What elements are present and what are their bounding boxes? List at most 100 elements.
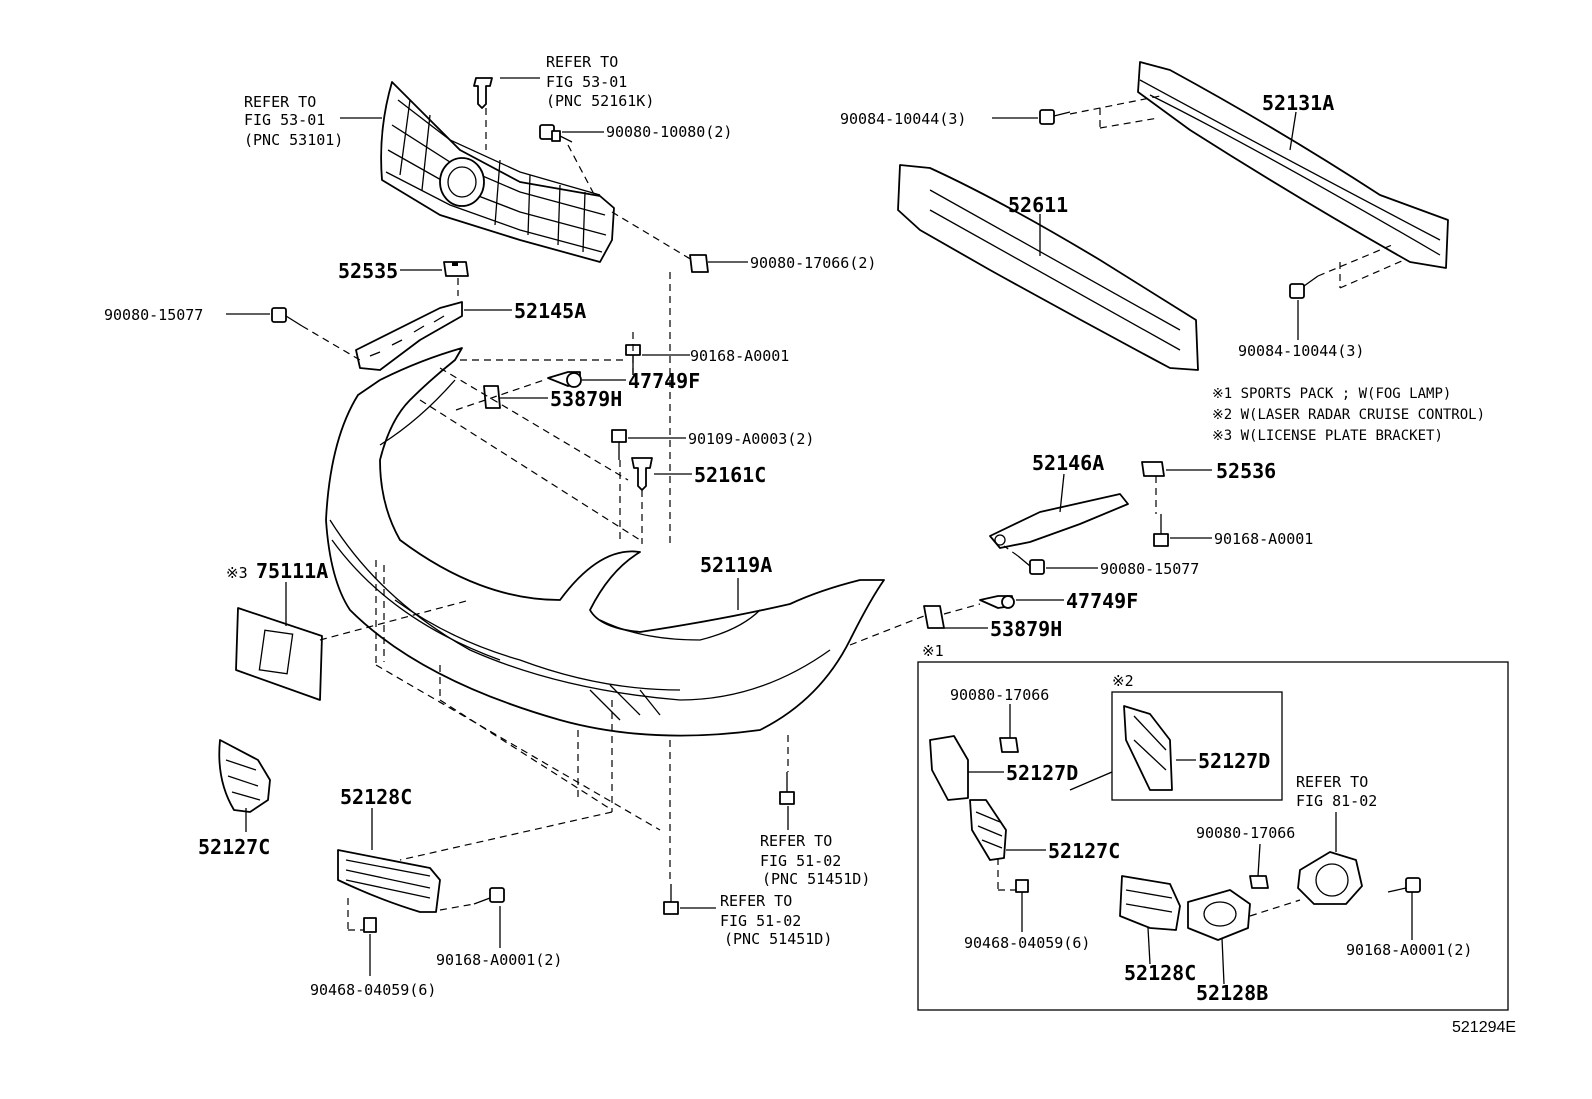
screw-90168-a0001-right-icon <box>1153 514 1169 547</box>
absorber-52611 <box>897 164 1199 371</box>
label-75111a: 75111A <box>256 559 328 583</box>
clip-52536-icon <box>1141 461 1165 477</box>
screw-51451d-a-icon <box>779 772 795 805</box>
label-90468-04059-left: 90468-04059(6) <box>310 981 436 999</box>
drawing-code: 521294E <box>1452 1019 1516 1036</box>
clip-90468-04059-left-icon <box>363 917 377 933</box>
label-52127d-a: 52127D <box>1006 761 1078 785</box>
label-52127c-left: 52127C <box>198 835 270 859</box>
label-52128c-right: 52128C <box>1124 961 1196 985</box>
screw-90109-a0003-icon <box>611 429 627 460</box>
bolt-90080-15077-left-icon <box>271 307 303 327</box>
nut-90080-17066-box2-icon <box>1249 875 1269 889</box>
fog-bezel-52128b <box>1187 889 1251 941</box>
refer-51-a-line2: FIG 51-02 <box>760 852 841 870</box>
lower-grille-52128c-left <box>337 849 441 913</box>
clip-52535-icon <box>443 261 469 277</box>
refer-grille-line3: (PNC 53101) <box>244 131 343 149</box>
label-90109-a0003: 90109-A0003(2) <box>688 430 814 448</box>
license-bracket-75111a <box>235 607 323 701</box>
note-2: ※2 W(LASER RADAR CRUISE CONTROL) <box>1212 407 1485 423</box>
label-90080-15077-right: 90080-15077 <box>1100 560 1199 578</box>
fog-cover-52127c-right <box>969 799 1007 861</box>
label-52127c-right: 52127C <box>1048 839 1120 863</box>
retainer-53879h-right-icon <box>923 605 945 629</box>
reinforcement-52131a <box>1137 61 1449 269</box>
refer-51-b-line3: (PNC 51451D) <box>724 930 832 948</box>
label-90080-17066-box: 90080-17066 <box>950 686 1049 704</box>
refer-clip-line2: FIG 53-01 <box>546 73 627 91</box>
label-90168-a0001-2r: 90168-A0001(2) <box>1346 941 1472 959</box>
label-52145a: 52145A <box>514 299 586 323</box>
bolt-90084-top-icon <box>1039 109 1071 125</box>
lower-grille-52128c-right <box>1119 875 1181 931</box>
label-52119a: 52119A <box>700 553 772 577</box>
label-52611: 52611 <box>1008 193 1068 217</box>
fog-lamp-option-box <box>917 661 1509 1011</box>
label-52127d-b: 52127D <box>1198 749 1270 773</box>
retainer-53879h-left-icon <box>483 385 501 409</box>
label-52128c-left: 52128C <box>340 785 412 809</box>
label-52128b: 52128B <box>1196 981 1268 1005</box>
label-52536: 52536 <box>1216 459 1276 483</box>
labels: REFER TO FIG 53-01 (PNC 53101) REFER TO … <box>104 53 1516 1036</box>
note-3: ※3 W(LICENSE PLATE BRACKET) <box>1212 428 1443 444</box>
label-90168-a0001-2l: 90168-A0001(2) <box>436 951 562 969</box>
nut-90080-17066-icon <box>689 254 709 273</box>
radar-option-box <box>1111 691 1283 801</box>
label-90080-17066-box2: 90080-17066 <box>1196 824 1295 842</box>
screw-51451d-b-icon <box>663 884 679 915</box>
bumper-cover-52119a <box>325 347 885 737</box>
radiator-grille <box>380 81 615 263</box>
mark-75111a: ※3 <box>226 564 248 582</box>
label-52161c: 52161C <box>694 463 766 487</box>
note-1: ※1 SPORTS PACK ; W(FOG LAMP) <box>1212 386 1451 402</box>
bracket-52145a <box>355 301 463 371</box>
refer-grille-line1: REFER TO <box>244 93 316 111</box>
bolt-90168-a0001-right-icon <box>1387 877 1421 893</box>
mark-box-1: ※1 <box>922 642 944 660</box>
label-90084-top: 90084-10044(3) <box>840 110 966 128</box>
label-52131a: 52131A <box>1262 91 1334 115</box>
fog-cover-52127d-a <box>929 735 969 801</box>
mark-box-2: ※2 <box>1112 672 1134 690</box>
bolt-90080-10080-icon <box>539 124 573 143</box>
refer-51-b-line1: REFER TO <box>720 892 792 910</box>
dashed-guides <box>301 95 1405 931</box>
refer-81-line2: FIG 81-02 <box>1296 792 1377 810</box>
clip-90468-04059-right-icon <box>1015 879 1029 893</box>
label-90468-04059-right: 90468-04059(6) <box>964 934 1090 952</box>
label-47749f-right: 47749F <box>1066 589 1138 613</box>
refer-51-b-line2: FIG 51-02 <box>720 912 801 930</box>
fog-cover-52127c-left <box>218 739 271 813</box>
clip-52161k-icon <box>473 77 493 109</box>
clip-47749f-left-icon <box>547 371 582 388</box>
clip-52161c-icon <box>631 457 653 491</box>
bolt-90168-a0001-left-icon <box>473 887 505 905</box>
label-90084-bottom: 90084-10044(3) <box>1238 342 1364 360</box>
refer-clip-line1: REFER TO <box>546 53 618 71</box>
label-52535: 52535 <box>338 259 398 283</box>
refer-81-line1: REFER TO <box>1296 773 1368 791</box>
label-47749f-left: 47749F <box>628 369 700 393</box>
label-52146a: 52146A <box>1032 451 1104 475</box>
label-90168-a0001-right: 90168-A0001 <box>1214 530 1313 548</box>
refer-grille-line2: FIG 53-01 <box>244 111 325 129</box>
label-53879h-left: 53879H <box>550 387 622 411</box>
nut-90080-17066-box-icon <box>999 737 1019 753</box>
bolt-90080-15077-right-icon <box>1017 555 1045 575</box>
label-90080-17066-main: 90080-17066(2) <box>750 254 876 272</box>
refer-51-a-line3: (PNC 51451D) <box>762 870 870 888</box>
label-90080-15077-left: 90080-15077 <box>104 306 203 324</box>
refer-51-a-line1: REFER TO <box>760 832 832 850</box>
bracket-52146a <box>989 493 1129 549</box>
fog-lamp-assembly <box>1297 851 1363 905</box>
clip-47749f-right-icon <box>979 595 1015 609</box>
refer-clip-line3: (PNC 52161K) <box>546 92 654 110</box>
leader-lines <box>226 77 1413 985</box>
fog-cover-52127d-b <box>1123 705 1173 791</box>
label-53879h-right: 53879H <box>990 617 1062 641</box>
label-90168-a0001-a: 90168-A0001 <box>690 347 789 365</box>
